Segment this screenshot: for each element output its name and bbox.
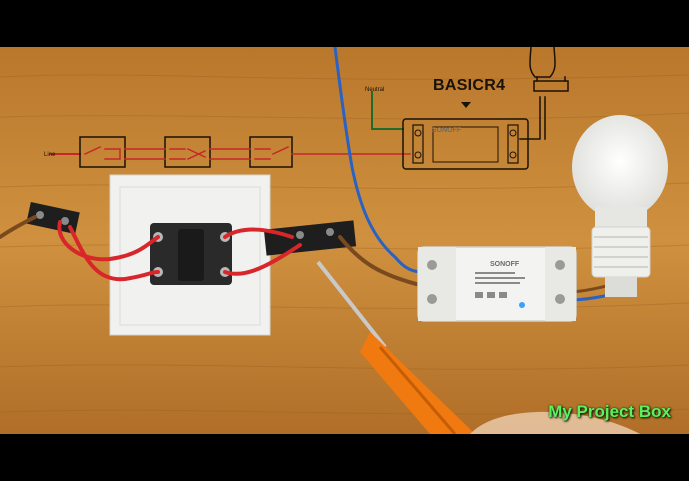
photo-scene: BASICR4 Neutral Line SONOFF SONOFF My Pr…	[0, 47, 689, 434]
schematic-neutral-wire	[371, 91, 404, 130]
blue-wire	[333, 47, 421, 274]
brown-wires	[0, 215, 422, 287]
wall-switch-plate	[109, 174, 271, 336]
left-terminal-block	[26, 202, 80, 234]
red-wires	[57, 220, 302, 282]
status-led	[519, 302, 525, 308]
model-label: BASICR4	[433, 77, 506, 94]
wood-grain	[0, 74, 689, 415]
schematic-switch-2	[164, 136, 211, 168]
schematic-device	[402, 118, 529, 170]
screwdriver	[316, 260, 475, 434]
right-terminal-block	[263, 220, 357, 256]
hand	[470, 411, 640, 434]
smart-switch-device	[417, 246, 577, 322]
neutral-label: Neutral	[365, 87, 385, 93]
schematic-brand-label: SONOFF	[432, 127, 462, 134]
light-bulb-icon	[529, 47, 569, 92]
line-label: Line	[44, 152, 56, 158]
scene-illustration	[0, 47, 689, 434]
schematic-switch-3	[249, 136, 293, 168]
schematic-switch-1	[79, 136, 126, 168]
channel-watermark: My Project Box	[548, 402, 671, 421]
device-brand-label: SONOFF	[490, 261, 520, 268]
light-bulb	[572, 115, 668, 297]
down-triangle-icon	[461, 102, 471, 108]
